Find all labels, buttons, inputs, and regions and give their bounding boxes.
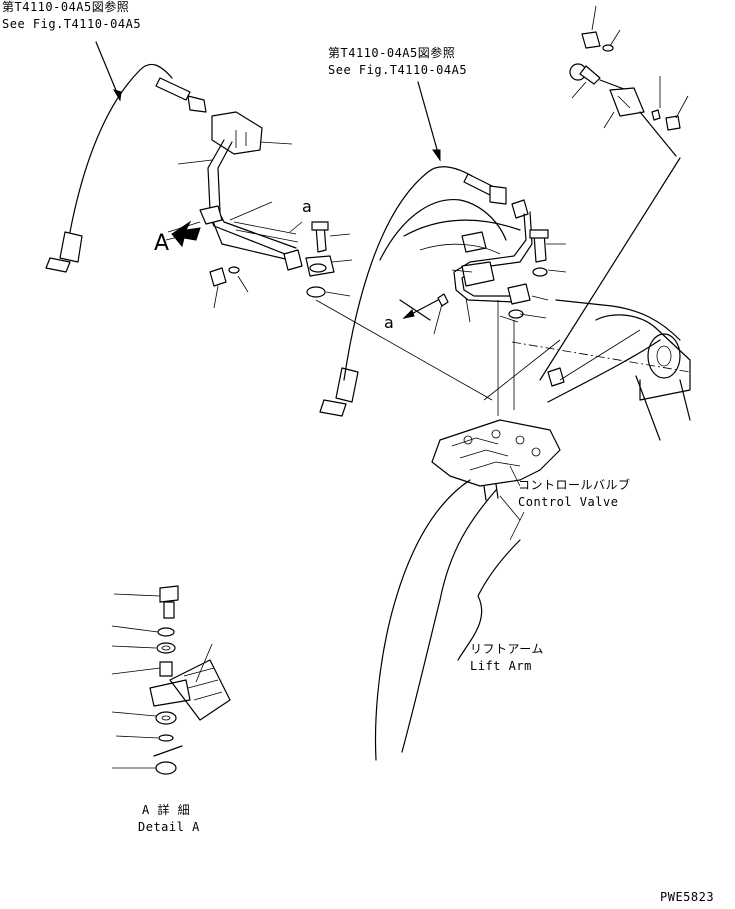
view-a-arrow <box>165 220 201 248</box>
center-reference-label-en: See Fig.T4110-04A5 <box>328 63 468 77</box>
center-reference-label-jp: 第T4110-04A5図参照 <box>328 46 456 60</box>
detail-a-stack <box>149 585 231 775</box>
center-reference-hose <box>319 81 497 417</box>
left-callout-lines <box>177 141 353 309</box>
boom-arm-outline <box>511 157 691 441</box>
detail-a-caption-jp: A 詳 細 <box>142 803 191 817</box>
detail-a-caption-en: Detail A <box>138 820 200 834</box>
lift-arm-label-jp: リフトアーム <box>470 642 544 656</box>
left-reference-label-jp: 第T4110-04A5図参照 <box>2 0 130 14</box>
lift-arm-outline <box>374 329 641 761</box>
detail-a-leaders <box>111 593 213 769</box>
drawing-code: PWE5823 <box>660 890 715 904</box>
control-valve-label-jp: コントロールバルブ <box>518 478 631 492</box>
lift-arm-label-en: Lift Arm <box>470 659 532 673</box>
center-pipe-assembly <box>437 185 549 319</box>
loader-frame-outline <box>379 198 521 321</box>
control-valve <box>315 299 561 501</box>
center-callout-lines <box>402 243 567 335</box>
upper-right-parts <box>569 5 689 157</box>
view-a-letter: A <box>154 231 170 256</box>
control-valve-leader <box>509 465 525 541</box>
left-reference-hose <box>45 41 191 273</box>
mark-a-upper: a <box>302 197 312 216</box>
mark-a-middle: a <box>384 313 394 332</box>
control-valve-label-en: Control Valve <box>518 495 619 509</box>
left-pipe-assembly <box>187 95 335 298</box>
left-reference-label-en: See Fig.T4110-04A5 <box>2 17 142 31</box>
